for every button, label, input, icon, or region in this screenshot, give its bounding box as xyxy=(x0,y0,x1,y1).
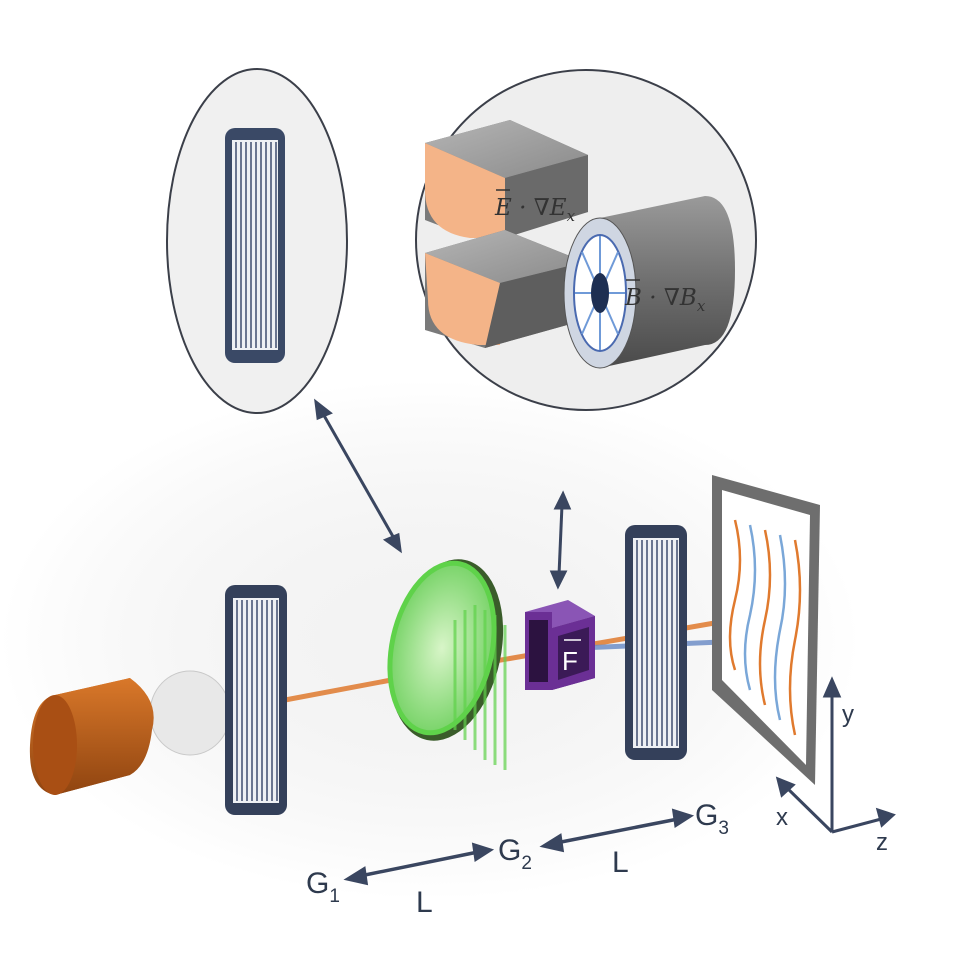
field-gradient-inset xyxy=(415,69,757,411)
axis-z-label: z xyxy=(876,829,888,856)
upper-electrode xyxy=(425,120,588,238)
force-box: F xyxy=(525,600,595,690)
grating-g2-lens xyxy=(387,559,507,770)
particle-source xyxy=(29,670,231,795)
inset-grating xyxy=(225,128,285,363)
detector-screen xyxy=(712,475,820,785)
l-label-first: L xyxy=(416,886,433,919)
axis-y-label: y xyxy=(842,701,854,728)
inset-arrow-1 xyxy=(314,398,402,554)
force-label: F xyxy=(562,646,578,676)
electric-gradient-formula: E · ∇Ex xyxy=(494,195,576,225)
l-label-second: L xyxy=(612,846,629,879)
grating-g1 xyxy=(225,585,287,815)
lower-electrode xyxy=(425,230,585,348)
inset-arrow-2 xyxy=(549,490,572,590)
coordinate-axes xyxy=(775,676,896,834)
grating-g3 xyxy=(625,525,687,760)
g1-label: G1 xyxy=(306,867,340,907)
magnetic-gradient-formula: B · ∇Bx xyxy=(624,285,706,315)
g2-label: G2 xyxy=(498,834,532,874)
g3-label: G3 xyxy=(695,799,729,839)
distance-arrow-g2-g3 xyxy=(539,808,695,853)
axis-x-label: x xyxy=(776,804,788,831)
grating-inset xyxy=(166,68,348,414)
magnetic-cylinder xyxy=(563,196,735,369)
distance-arrow-g1-g2 xyxy=(343,842,495,886)
